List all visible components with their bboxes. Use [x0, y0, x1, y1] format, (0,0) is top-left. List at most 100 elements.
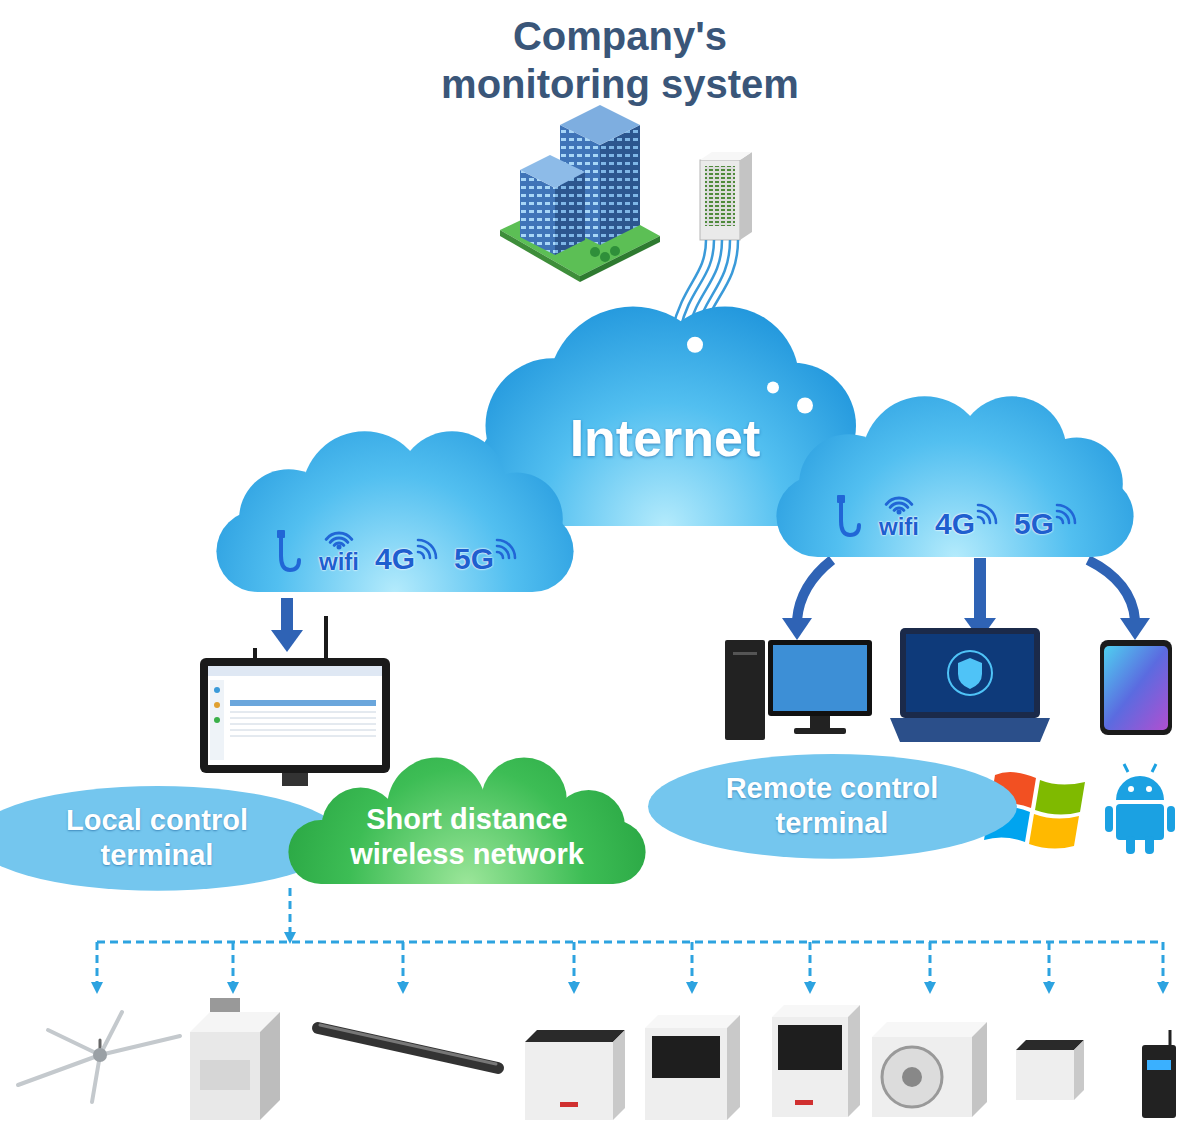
- air-unit: [190, 1032, 260, 1120]
- ceiling-fan: [100, 1012, 122, 1055]
- local-monitor: [324, 616, 328, 660]
- desktop-computer: [794, 728, 846, 734]
- ceiling-fan: [18, 1012, 180, 1102]
- smartphone: [1100, 640, 1172, 735]
- air-unit: [972, 1022, 987, 1117]
- flow-arrow: [974, 558, 986, 620]
- server-rack: [705, 166, 735, 226]
- local-monitor: [230, 712, 376, 713]
- air-unit: [1016, 1040, 1084, 1050]
- dashed-bus: [289, 888, 292, 938]
- node-label: 5G: [454, 544, 494, 574]
- laptop-computer: [890, 718, 1050, 742]
- local-monitor: [230, 700, 376, 706]
- local-monitor: [214, 702, 220, 708]
- android-logo: [1126, 836, 1135, 854]
- wifi-icon: [321, 528, 357, 550]
- node-label: 4G: [935, 509, 975, 539]
- controller-box: [1142, 1030, 1176, 1118]
- flow-arrow: [797, 560, 1135, 620]
- office-building: [500, 105, 660, 282]
- signal-icon: [495, 536, 517, 560]
- wifi-icon: [896, 510, 901, 515]
- dashed-bus: [691, 942, 694, 988]
- network-cloud: wifi4G5G: [205, 428, 585, 593]
- air-unit: [525, 1030, 625, 1042]
- desktop-computer: [733, 652, 757, 655]
- air-unit: [645, 1015, 740, 1028]
- laptop-computer: [948, 651, 992, 695]
- local-monitor: [210, 680, 224, 760]
- node-label: Internet: [570, 409, 761, 467]
- wifi-icon: [886, 498, 912, 504]
- air-unit: [613, 1030, 625, 1120]
- air-unit: [260, 1012, 280, 1120]
- smartphone: [1104, 646, 1168, 730]
- office-building: [610, 246, 620, 256]
- air-unit: [872, 1022, 987, 1117]
- node-label: Short distance wireless network: [350, 803, 584, 870]
- air-unit: [1016, 1050, 1074, 1100]
- ellipse-shape: [648, 754, 1017, 859]
- heating-tube: [320, 1025, 496, 1064]
- air-unit: [727, 1015, 740, 1120]
- dashed-bus: [97, 888, 1163, 988]
- air-unit: [882, 1047, 942, 1107]
- dashed-bus: [573, 942, 576, 988]
- icon-group: 5G: [454, 544, 517, 574]
- flow-arrow: [1120, 618, 1150, 640]
- laptop-computer: [958, 658, 982, 689]
- signal-icon: [416, 536, 438, 560]
- air-unit: [652, 1036, 720, 1078]
- terminal-ellipse: Remote control terminal: [647, 753, 1018, 860]
- android-logo: [1145, 836, 1154, 854]
- local-monitor: [200, 616, 390, 786]
- flow-arrow: [1088, 560, 1135, 620]
- ceiling-fan: [100, 1036, 180, 1055]
- dashed-bus: [1048, 942, 1051, 988]
- local-monitor: [214, 687, 220, 693]
- office-building: [600, 125, 640, 245]
- dashed-bus: [97, 941, 1163, 944]
- air-unit: [525, 1030, 625, 1120]
- smartphone: [1100, 640, 1172, 735]
- dashed-bus: [402, 942, 405, 988]
- air-unit: [645, 1028, 727, 1120]
- air-unit: [190, 998, 280, 1120]
- wireless-cloud: Short distance wireless network: [277, 755, 657, 885]
- dashed-bus: [232, 942, 235, 988]
- desktop-computer: [773, 645, 867, 711]
- local-monitor: [208, 666, 382, 765]
- local-monitor: [230, 718, 376, 719]
- signal-icon: [497, 546, 509, 558]
- android-logo: [1152, 764, 1156, 772]
- local-monitor: [208, 666, 382, 676]
- ellipse-shape: [647, 753, 1018, 860]
- signal-icon: [978, 505, 996, 523]
- controller-box: [1169, 1030, 1172, 1046]
- ellipse-shape: [0, 785, 343, 892]
- ceiling-fan: [48, 1030, 100, 1055]
- air-unit: [872, 1022, 987, 1037]
- flow-arrow: [271, 630, 303, 652]
- air-unit: [645, 1015, 740, 1120]
- local-monitor: [200, 658, 390, 773]
- signal-icon: [978, 517, 984, 523]
- dashed-bus: [96, 942, 99, 988]
- air-unit: [525, 1042, 613, 1120]
- node-label: Remote control terminal: [726, 772, 939, 839]
- node-label: 5G: [1014, 509, 1054, 539]
- node-content: wifi4G5G: [833, 493, 1077, 539]
- android-logo: [1167, 806, 1175, 832]
- air-unit: [772, 1005, 860, 1017]
- diagram-title: Company's monitoring system: [405, 12, 835, 108]
- air-unit: [902, 1067, 922, 1087]
- local-monitor: [230, 724, 376, 725]
- icon-group: wifi: [319, 528, 359, 574]
- ceiling-fan: [92, 1055, 100, 1102]
- node-content: wifi4G5G: [273, 528, 517, 574]
- server-rack: [700, 152, 752, 160]
- air-unit: [872, 1037, 972, 1117]
- signal-icon: [1055, 501, 1077, 525]
